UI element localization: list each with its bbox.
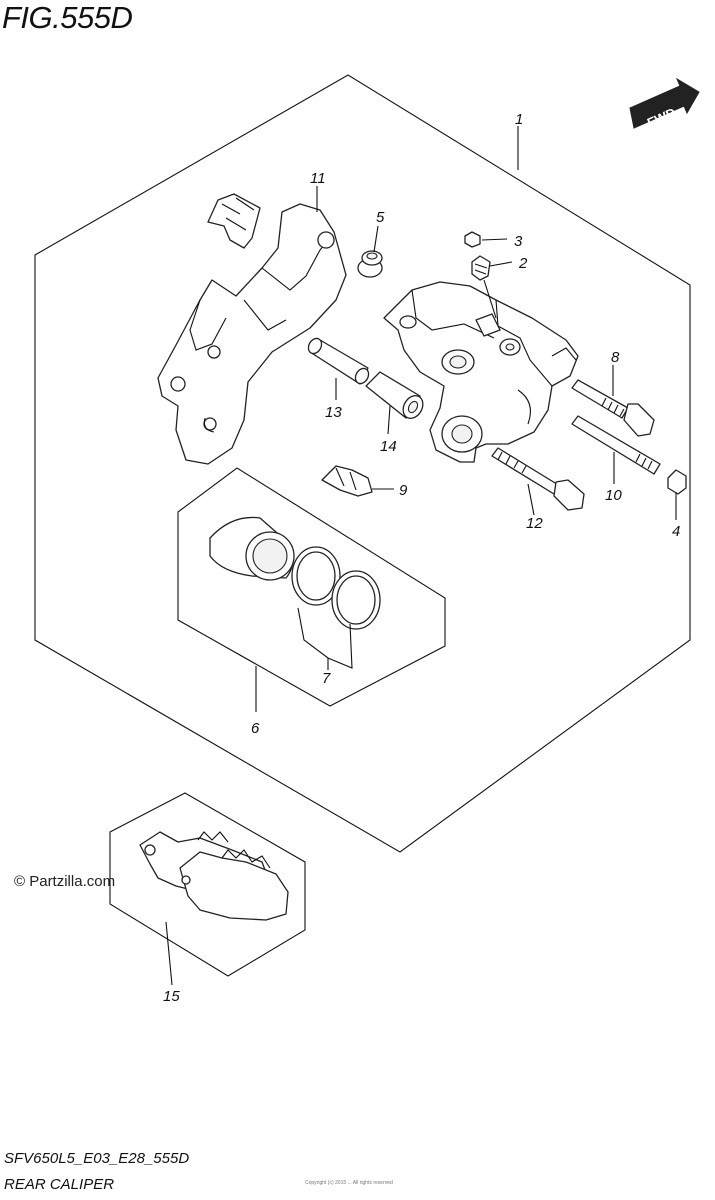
- callout-6: 6: [251, 720, 260, 737]
- callout-3: 3: [514, 233, 523, 250]
- callout-10: 10: [605, 487, 622, 504]
- callout-13: 13: [325, 404, 342, 421]
- callout-15: 15: [163, 988, 180, 1005]
- callout-12: 12: [526, 515, 543, 532]
- leader-lines: [165, 126, 677, 986]
- callout-7: 7: [322, 670, 331, 687]
- figure-title: FIG.555D: [2, 0, 133, 35]
- pad-set-outline-15: [109, 792, 306, 977]
- caliper-body: [383, 281, 579, 463]
- boot-part-5: [357, 250, 383, 278]
- bolt-part-8: [571, 379, 655, 437]
- bolt-part-12: [491, 447, 585, 511]
- diagram-caption: REAR CALIPER: [4, 1176, 115, 1193]
- diagram-code: SFV650L5_E03_E28_555D: [4, 1150, 190, 1167]
- callout-4: 4: [672, 523, 680, 540]
- callout-8: 8: [611, 349, 620, 366]
- callout-14: 14: [380, 438, 397, 455]
- callout-5: 5: [376, 209, 385, 226]
- copyright-notice: Copyright (c) 2015 ... All rights reserv…: [305, 1180, 393, 1186]
- piston-kit-outline-6: [177, 467, 446, 707]
- slide-pin-part-13: [307, 337, 370, 385]
- assembly-outline-1: [34, 74, 691, 853]
- callout-2: 2: [518, 255, 528, 272]
- bleeder-cap-part-3: [464, 231, 481, 248]
- bleeder-valve-part-2: [471, 255, 491, 281]
- pin-part-10: [571, 415, 661, 475]
- pad-clip-part-9: [321, 465, 373, 497]
- callout-1: 1: [515, 111, 523, 128]
- callout-11: 11: [310, 170, 326, 187]
- piston-seals-part-7: [291, 546, 381, 630]
- callout-9: 9: [399, 482, 408, 499]
- plug-part-4: [667, 469, 687, 495]
- pad-spring-clip: [207, 193, 261, 249]
- slide-boot-part-14: [365, 371, 424, 419]
- piston-part-6: [209, 516, 295, 581]
- brake-pads-part-15: [139, 831, 289, 921]
- watermark: © Partzilla.com: [14, 873, 116, 890]
- caliper-bracket: [157, 203, 347, 465]
- fwd-arrow-icon: FWD: [629, 77, 700, 130]
